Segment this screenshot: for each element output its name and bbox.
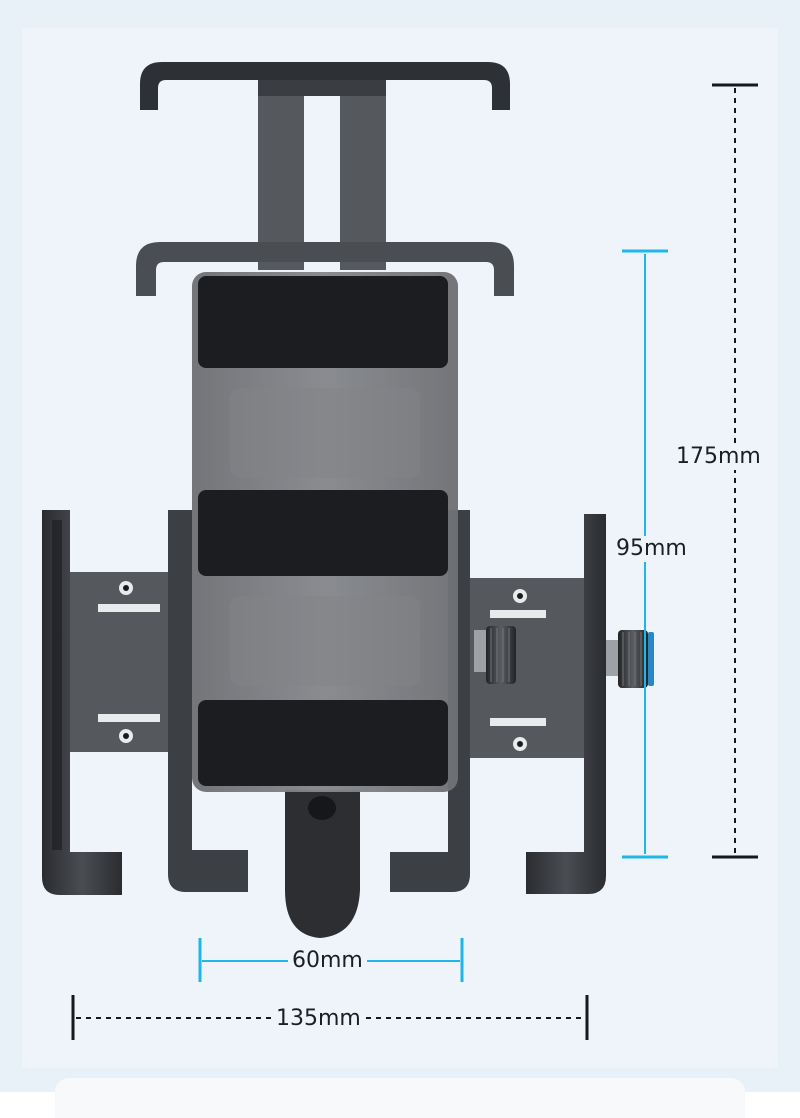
left-bracket-plate xyxy=(70,572,182,752)
top-clamp-arm-lower xyxy=(136,242,514,296)
inner-knob xyxy=(474,626,516,684)
handlebar-clamp xyxy=(285,790,360,938)
rubber-pads xyxy=(198,276,448,786)
rubber-pad-top xyxy=(198,276,448,368)
left-inner-arm xyxy=(168,510,248,892)
label-inner-width: 60mm xyxy=(288,948,367,974)
left-outer-arm xyxy=(42,510,122,895)
top-clamp-arm-upper xyxy=(140,62,510,110)
product-canvas: 175mm 95mm 60mm 135mm xyxy=(0,0,800,1092)
outer-knob xyxy=(606,630,654,688)
label-total-width: 135mm xyxy=(272,1006,365,1032)
dimension-175mm xyxy=(712,83,758,859)
rubber-pad-middle xyxy=(198,490,448,576)
label-phone-height: 95mm xyxy=(612,536,691,562)
phone-holder-diagram xyxy=(42,62,758,1040)
rubber-pad-bottom xyxy=(198,700,448,786)
right-outer-arm xyxy=(526,514,606,894)
label-total-height: 175mm xyxy=(672,444,765,470)
top-slider-rails xyxy=(258,80,386,270)
